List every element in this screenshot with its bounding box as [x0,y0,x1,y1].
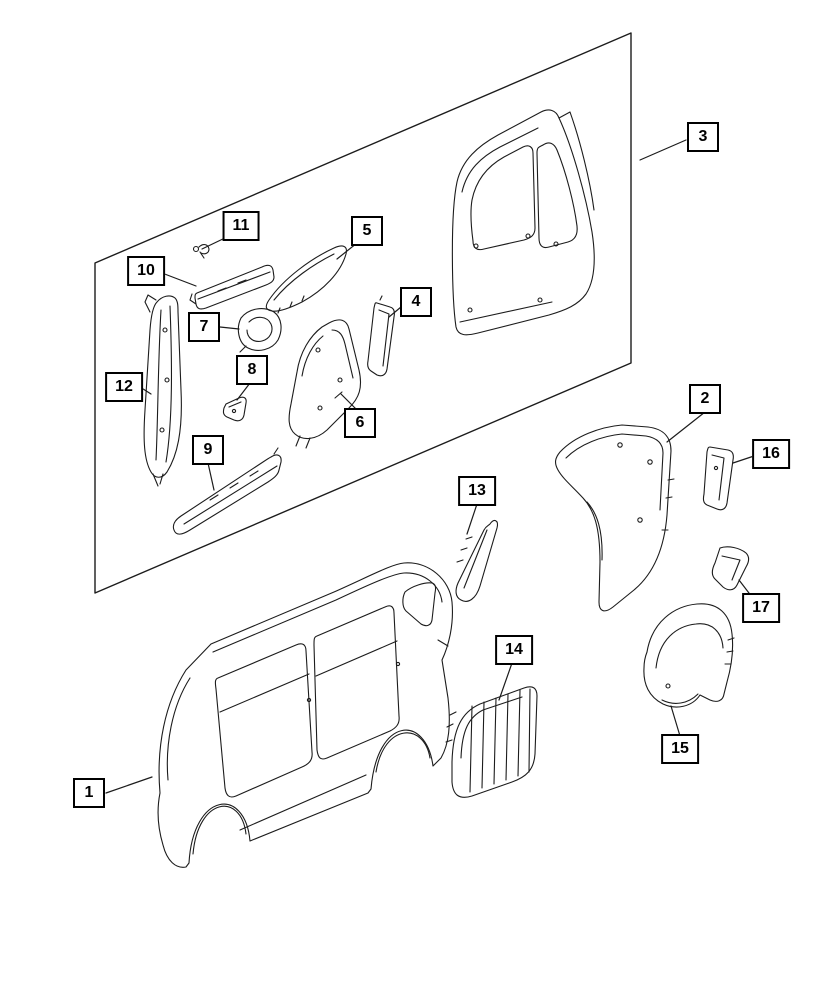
callout-1[interactable]: 1 [73,778,105,808]
diagram-frame [94,32,632,594]
leader-line-2 [666,411,706,443]
part-4-drawing [367,295,395,377]
part-10-drawing [189,264,275,310]
callout-11[interactable]: 11 [222,211,260,241]
leader-line-6 [340,393,358,411]
part-7-drawing [237,308,282,353]
callout-13[interactable]: 13 [458,476,496,506]
leader-line-7 [219,326,240,330]
callout-6[interactable]: 6 [344,408,376,438]
callout-8[interactable]: 8 [236,355,268,385]
part-1-drawing [157,562,453,868]
leader-line-15 [670,705,681,737]
part-13-drawing [455,519,498,602]
leader-line-9 [207,462,215,491]
leader-line-3 [639,139,687,161]
part-8-drawing [222,396,247,422]
part-16-drawing [702,446,734,511]
leader-line-16 [732,455,755,464]
part-12-drawing [143,294,182,487]
part-9-drawing [172,447,282,535]
leader-lines [105,139,755,794]
callout-5[interactable]: 5 [351,216,383,246]
callout-2[interactable]: 2 [689,384,721,414]
callout-14[interactable]: 14 [495,635,533,665]
leader-line-8 [236,382,251,401]
part-5-drawing [265,245,347,314]
leader-line-4 [388,306,402,318]
callout-12[interactable]: 12 [105,372,143,402]
callout-17[interactable]: 17 [742,593,780,623]
callout-3[interactable]: 3 [687,122,719,152]
leader-line-14 [498,662,513,701]
part-15-drawing [643,603,735,708]
callout-4[interactable]: 4 [400,287,432,317]
callout-16[interactable]: 16 [752,439,790,469]
leader-line-13 [466,503,478,535]
part-3-drawing [451,109,595,336]
part-6-drawing [288,319,362,449]
part-17-drawing [711,546,750,591]
leader-line-10 [161,272,197,287]
callout-9[interactable]: 9 [192,435,224,465]
callout-15[interactable]: 15 [661,734,699,764]
part-2-drawing [555,424,675,612]
callout-10[interactable]: 10 [127,256,165,286]
part-11-drawing [192,244,210,259]
callout-7[interactable]: 7 [188,312,220,342]
leader-line-1 [105,776,153,794]
part-14-drawing [445,686,538,798]
